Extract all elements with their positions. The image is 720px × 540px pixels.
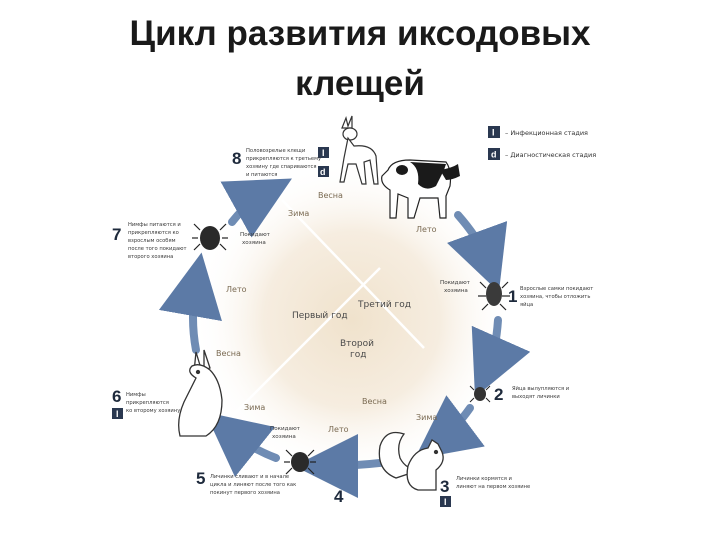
infective-badge-text: I [492,128,495,138]
svg-text:яйца: яйца [520,301,533,308]
stage6-infective-badge-text: I [116,409,119,419]
diagnostic-legend-label: – Диагностическая стадия [505,151,596,159]
svg-text:прикрепляются: прикрепляются [126,400,169,406]
year-divider [281,199,425,349]
cycle-arrow [294,433,392,498]
svg-text:Взрослые самки покидают: Взрослые самки покидают [520,286,593,292]
svg-text:выходят личинки: выходят личинки [512,394,560,400]
svg-text:и питаются: и питаются [246,172,277,178]
stage-number-6: 6 [112,387,121,406]
stage-number-8: 8 [232,149,241,168]
stage2-description: Яйца вылупляются и выходят личинки [512,385,569,400]
diagnostic-badge [488,148,500,160]
svg-text:Яйца вылупляются и: Яйца вылупляются и [512,385,569,392]
stage3-infective-badge-text: I [444,497,447,507]
svg-text:второго хозяина: второго хозяина [128,254,173,260]
stage-number-1: 1 [508,287,517,306]
stage-number-2: 2 [494,385,503,404]
svg-text:цикла и линяют после того как: цикла и линяют после того как [210,482,296,488]
season-summer-left: Лето [226,285,247,294]
season-winter-top: Зима [288,209,309,218]
leave-host-note-right-2: хозяина [444,288,468,294]
stage8-description: Половозрелые клещи прикрепляются к треть… [246,148,321,178]
cycle-arrow [446,211,508,293]
cycle-arrow [205,412,280,477]
stage-number-5: 5 [196,469,205,488]
svg-text:хозяину где спариваются: хозяину где спариваются [246,164,316,170]
svg-text:взрослым особям: взрослым особям [128,238,176,244]
page-title-line2: клещей [295,64,425,103]
tick-icon [192,223,228,251]
stage1-description: Взрослые самки покидают хозяина, чтобы о… [520,286,593,308]
svg-text:Личинки сливают и в начале: Личинки сливают и в начале [210,474,289,480]
diagnostic-badge-text: d [491,150,497,160]
rabbit-icon [178,349,223,437]
infective-badge [488,126,500,138]
svg-text:Нимфы питаются и: Нимфы питаются и [128,222,181,228]
tick-icon [478,281,510,311]
deer-icon [339,115,379,185]
svg-text:покинут первого хозяина: покинут первого хозяина [210,490,280,496]
stage3-description: Личинки кормятся и линяют на первом хозя… [456,476,530,490]
stage8-infective-badge [318,147,329,158]
stage-number-4: 4 [334,487,344,506]
year-first-label: Первый год [292,311,348,321]
squirrel-icon [378,431,444,491]
tick-icon [469,385,491,403]
season-spring-top: Весна [318,191,343,200]
stage6-infective-badge [112,408,123,419]
svg-text:ко второму хозяину: ко второму хозяину [126,408,180,414]
year-second-label-2: год [350,350,366,360]
svg-text:линяют на первом хозяине: линяют на первом хозяине [456,484,530,490]
cycle-arrow [471,316,531,398]
stage6-description: Нимфы прикрепляются ко второму хозяину [126,392,180,414]
infective-legend-label: – Инфекционная стадия [505,129,588,137]
cycle-arrow [220,178,292,238]
tick-icon [284,449,316,475]
stage7-description: Нимфы питаются и прикрепляются ко взросл… [128,222,187,260]
stage8-diagnostic-badge-text: d [320,167,326,177]
stage3-infective-badge [440,496,451,507]
svg-text:Нимфы: Нимфы [126,392,146,398]
stage5-description: Личинки сливают и в начале цикла и линяю… [210,474,296,496]
cycle-arrow [414,395,485,460]
svg-text:Половозрелые клещи: Половозрелые клещи [246,148,305,154]
leave-host-note-right: Покидают [440,280,471,286]
cow-icon [381,159,460,219]
year-second-label-1: Второй [340,339,374,349]
svg-text:хозяина, чтобы отложить: хозяина, чтобы отложить [520,294,590,300]
stage8-infective-badge-text: I [322,148,325,158]
season-summer-bottom: Лето [328,425,349,434]
season-summer-top: Лето [416,225,437,234]
stage-number-7: 7 [112,225,121,244]
cycle-arrow [158,252,222,354]
page-title-line1: Цикл развития иксодовых [129,14,591,53]
svg-text:после того покидают: после того покидают [128,246,187,252]
stage8-diagnostic-badge [318,166,329,177]
svg-text:прикрепляются ко: прикрепляются ко [128,230,179,236]
leave-host-note-left-2: хозяина [242,240,266,246]
leave-host-note-left: Покидают [240,232,271,238]
season-spring-bottom: Весна [362,397,387,406]
stage-number-3: 3 [440,477,449,496]
leave-host-note-bottom: Покидают [270,426,301,432]
leave-host-note-bottom-2: хозяина [272,434,296,440]
season-spring-left: Весна [216,349,241,358]
year-third-label: Третий год [357,300,411,310]
year-divider [227,267,381,421]
season-winter-left: Зима [244,403,265,412]
svg-text:Личинки кормятся и: Личинки кормятся и [456,476,512,482]
svg-text:прикрепляются к третьему: прикрепляются к третьему [246,156,321,162]
season-winter-bottom: Зима [416,413,437,422]
